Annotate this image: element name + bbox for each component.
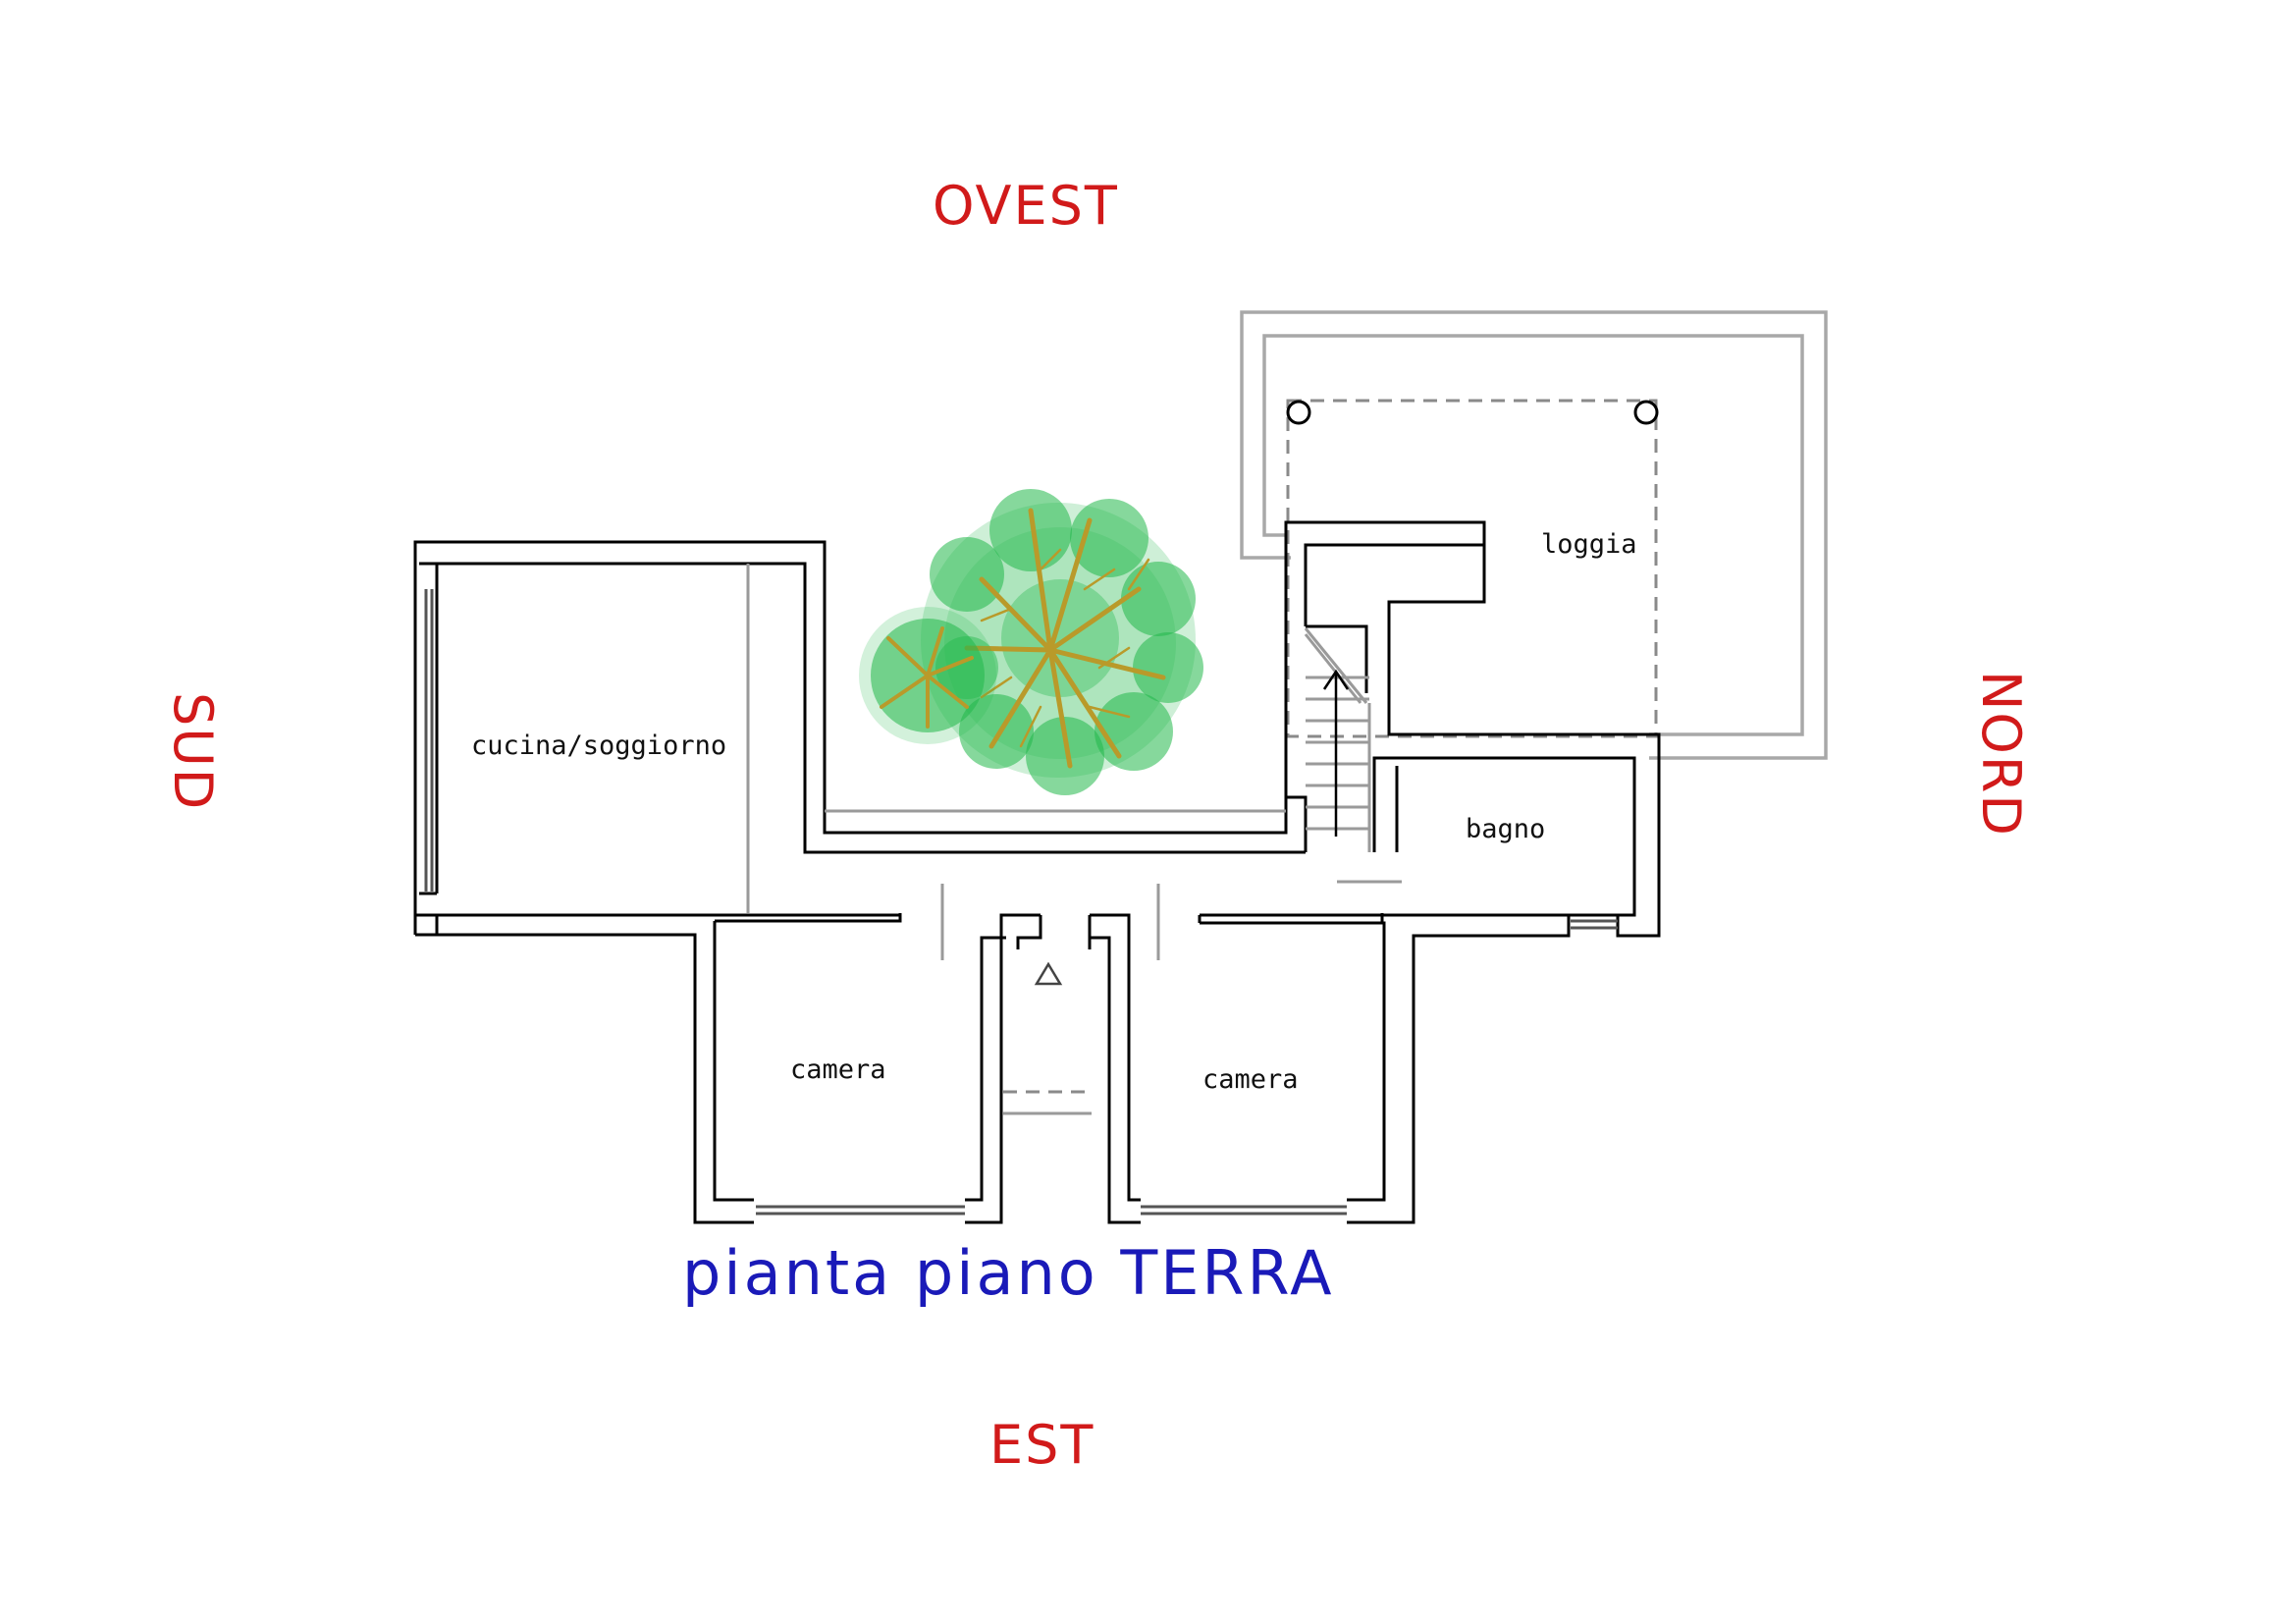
staircase-up-arrow-icon	[1322, 669, 1350, 837]
column-marker-icon	[1633, 400, 1659, 425]
compass-west-label: OVEST	[933, 175, 1119, 237]
room-label-bathroom: bagno	[1466, 814, 1545, 844]
room-label-loggia: loggia	[1541, 529, 1637, 560]
column-marker-icon	[1286, 400, 1311, 425]
tree-large	[921, 489, 1203, 795]
loggia-frame	[1240, 310, 1828, 760]
compass-east-label: EST	[989, 1414, 1095, 1476]
tree-plan-symbol-icon	[859, 489, 1203, 795]
room-label-bedroom-left: camera	[790, 1055, 886, 1085]
windows	[424, 589, 1618, 1216]
staircase	[1304, 627, 1371, 852]
tree-small	[859, 607, 996, 744]
door-lines	[746, 564, 1402, 1115]
compass-south-label: SUD	[162, 692, 224, 811]
room-label-kitchen-living: cucina/soggiorno	[471, 730, 726, 761]
compass-north-label: NORD	[1970, 671, 2032, 838]
room-label-bedroom-right: camera	[1202, 1064, 1299, 1095]
walls	[413, 520, 1661, 1224]
north-triangle-marker-icon	[1034, 961, 1063, 986]
plan-title: pianta piano TERRA	[682, 1237, 1335, 1309]
